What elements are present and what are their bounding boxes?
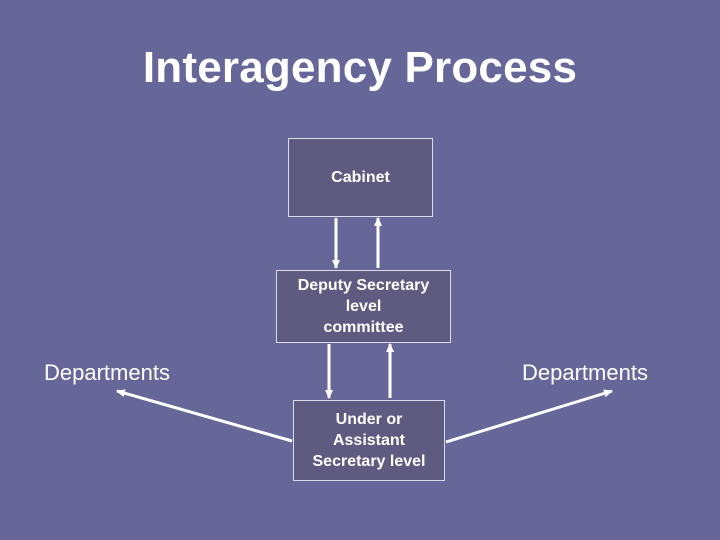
node-under-label: Under or Assistant Secretary level: [312, 411, 426, 470]
slide-title: Interagency Process: [142, 43, 578, 92]
edge-under-to-departments-right: [445, 389, 613, 444]
node-deputy-secretary-committee: Deputy Secretary level committee: [276, 270, 451, 343]
node-deputy-label: Deputy Secretary level committee: [297, 277, 430, 336]
node-cabinet-label: Cabinet: [331, 169, 390, 186]
node-cabinet: Cabinet: [288, 138, 433, 217]
edge-under-to-departments-left: [116, 389, 293, 443]
node-under-assistant-secretary: Under or Assistant Secretary level: [293, 400, 445, 481]
node-departments-left: Departments: [44, 360, 170, 385]
node-departments-right: Departments: [522, 360, 648, 385]
